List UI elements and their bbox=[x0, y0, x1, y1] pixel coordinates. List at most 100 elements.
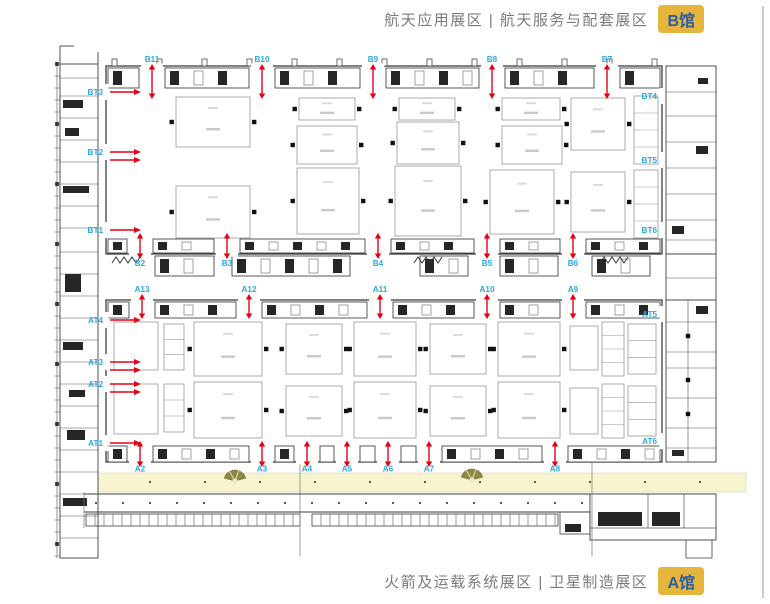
expansion-joint bbox=[599, 256, 629, 264]
pillar bbox=[491, 346, 496, 352]
wall-tick bbox=[561, 58, 568, 67]
hall-b-top-band bbox=[274, 67, 361, 89]
pillar bbox=[495, 106, 500, 112]
hall-b-bottom-band-room bbox=[341, 242, 350, 250]
hall-a-title: 火箭及运载系统展区 | 卫星制造展区 bbox=[384, 573, 649, 591]
hall-b-bottom-band-room bbox=[113, 242, 122, 250]
mid-corridor-room bbox=[505, 259, 514, 273]
arrow-head-icon bbox=[303, 461, 311, 467]
hall-b-top-band-room bbox=[439, 71, 448, 85]
booth bbox=[489, 169, 555, 235]
wall-tick bbox=[246, 58, 253, 67]
hall-a-top-band-room bbox=[113, 305, 122, 315]
arrow-head-icon bbox=[551, 461, 559, 467]
hall-a-bottom-band-room bbox=[158, 449, 167, 459]
arrow-head-icon bbox=[603, 64, 611, 70]
entrance-label: AT5 bbox=[642, 310, 657, 319]
arrow-head-icon bbox=[374, 233, 382, 239]
pillar-dot bbox=[472, 501, 476, 505]
booth bbox=[497, 381, 561, 439]
hall-a-bottom-band bbox=[567, 445, 661, 463]
step-room bbox=[559, 511, 591, 535]
wall-tick bbox=[336, 58, 343, 67]
pillar bbox=[344, 408, 349, 414]
booth bbox=[175, 96, 251, 148]
hall-b-top-band-room bbox=[193, 70, 204, 86]
pillar bbox=[423, 408, 428, 414]
pillar bbox=[169, 119, 174, 125]
pillar bbox=[685, 411, 691, 417]
booth-label-hint bbox=[593, 184, 603, 186]
arrow-head-icon bbox=[384, 461, 392, 467]
arrow-head-icon bbox=[258, 461, 266, 467]
hall-b-bottom-band-room bbox=[639, 242, 648, 250]
pillar bbox=[169, 209, 174, 215]
arrow-head-icon bbox=[136, 461, 144, 467]
service-room bbox=[598, 512, 642, 526]
stairs-icon bbox=[469, 477, 475, 483]
arrow-head-icon bbox=[376, 313, 384, 319]
booth bbox=[285, 385, 343, 437]
hall-b-bottom-band-room bbox=[245, 242, 254, 250]
pillar-dot bbox=[203, 480, 207, 484]
mid-corridor-room bbox=[237, 259, 246, 273]
right-wing-b bbox=[665, 65, 717, 255]
booth-label-hint bbox=[453, 396, 463, 398]
pillar-dot bbox=[94, 501, 98, 505]
entrance-label: A3 bbox=[257, 465, 268, 474]
hall-a-top-band-room bbox=[614, 304, 625, 316]
pillar bbox=[564, 121, 569, 127]
door-gap bbox=[659, 433, 664, 449]
arrow-head-icon bbox=[483, 253, 491, 259]
arrow-head-icon bbox=[343, 441, 351, 447]
pillar bbox=[264, 407, 269, 413]
service-room bbox=[67, 430, 85, 440]
arrow-head-icon bbox=[134, 89, 141, 95]
arrow-head-icon bbox=[369, 93, 377, 99]
hall-a-top-band-room bbox=[290, 304, 301, 316]
hall-a-top-band-room bbox=[398, 305, 407, 315]
booth bbox=[163, 383, 185, 433]
pillar-dot bbox=[698, 480, 702, 484]
hall-b-bottom-band bbox=[390, 238, 475, 254]
mid-corridor-room bbox=[285, 259, 294, 273]
hall-a-bottom-band-room bbox=[113, 449, 122, 459]
pillar bbox=[495, 142, 500, 148]
pillar-dot bbox=[526, 501, 530, 505]
hall-b-bottom-band-room bbox=[614, 241, 625, 251]
booth bbox=[501, 97, 561, 121]
dimension-node bbox=[55, 122, 59, 126]
hall-a-bottom-band-room bbox=[181, 448, 192, 460]
mid-corridor-room bbox=[160, 259, 169, 273]
door-gap bbox=[104, 144, 109, 160]
booth-label-hint bbox=[309, 334, 319, 336]
booth-label-hint bbox=[593, 108, 603, 111]
arrow-head-icon bbox=[134, 317, 141, 323]
pillar-dot bbox=[337, 501, 341, 505]
entrance-label: A6 bbox=[383, 465, 394, 474]
arrow-head-icon bbox=[134, 367, 141, 373]
booth-label-hint bbox=[527, 133, 537, 136]
dimension-node bbox=[55, 482, 59, 486]
booth-label-hint bbox=[221, 355, 235, 358]
hall-b-top-band bbox=[385, 67, 480, 89]
pillar-dot bbox=[445, 501, 449, 505]
arrow-head-icon bbox=[245, 294, 253, 300]
booth-label-hint bbox=[206, 218, 220, 221]
hall-a-footer: 火箭及运载系统展区 | 卫星制造展区 A馆 bbox=[384, 567, 704, 595]
hall-b-top-band-room bbox=[303, 70, 314, 86]
right-wing-a bbox=[665, 299, 717, 463]
pillar bbox=[359, 142, 364, 148]
booth-label-hint bbox=[208, 196, 218, 199]
service-room bbox=[698, 78, 708, 84]
pillar-dot bbox=[418, 501, 422, 505]
booth bbox=[429, 385, 487, 437]
pillar bbox=[488, 346, 493, 352]
pillar-dot bbox=[256, 501, 260, 505]
hall-b-top-band bbox=[504, 67, 595, 89]
wall-tick bbox=[516, 58, 523, 67]
pillar bbox=[344, 346, 349, 352]
hall-b-bottom-band-room bbox=[591, 242, 600, 250]
